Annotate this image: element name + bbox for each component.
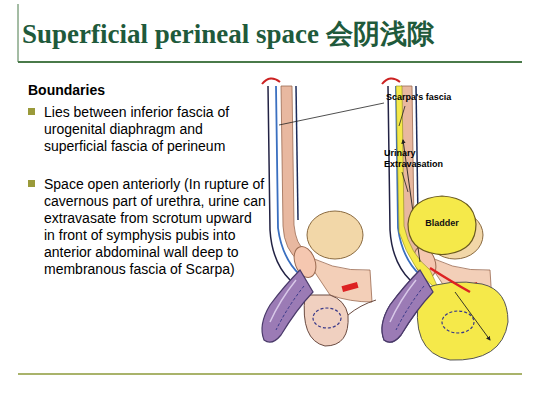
bullet-text: Space open anteriorly (In rupture of cav… bbox=[44, 176, 266, 278]
organ-label: Bladder bbox=[406, 218, 478, 228]
leader-line bbox=[399, 106, 405, 126]
leader-line bbox=[402, 172, 408, 192]
slide-title: Superficial perineal space 会阴浅隙 bbox=[22, 16, 532, 52]
part-label: Urinary Extravasation bbox=[384, 148, 448, 170]
leader-line bbox=[279, 103, 384, 125]
bullet-text: Lies between inferior fascia of urogenit… bbox=[44, 104, 266, 155]
extravasation-wall bbox=[396, 86, 440, 292]
flow-arrow bbox=[455, 292, 490, 340]
title-rule bbox=[18, 61, 522, 63]
frame-line bbox=[18, 4, 19, 62]
footer-rule bbox=[18, 373, 522, 375]
part-label: Scarpa's fascia bbox=[386, 92, 476, 103]
bullet-square bbox=[28, 180, 35, 187]
section-heading: Boundaries bbox=[28, 82, 258, 99]
testis bbox=[442, 311, 474, 333]
sagittal-section-normal bbox=[262, 78, 376, 346]
bladder-shape: Bladder bbox=[406, 194, 478, 256]
urethra-rupture bbox=[430, 268, 470, 292]
bullet-square bbox=[28, 108, 35, 115]
penis bbox=[382, 270, 433, 342]
